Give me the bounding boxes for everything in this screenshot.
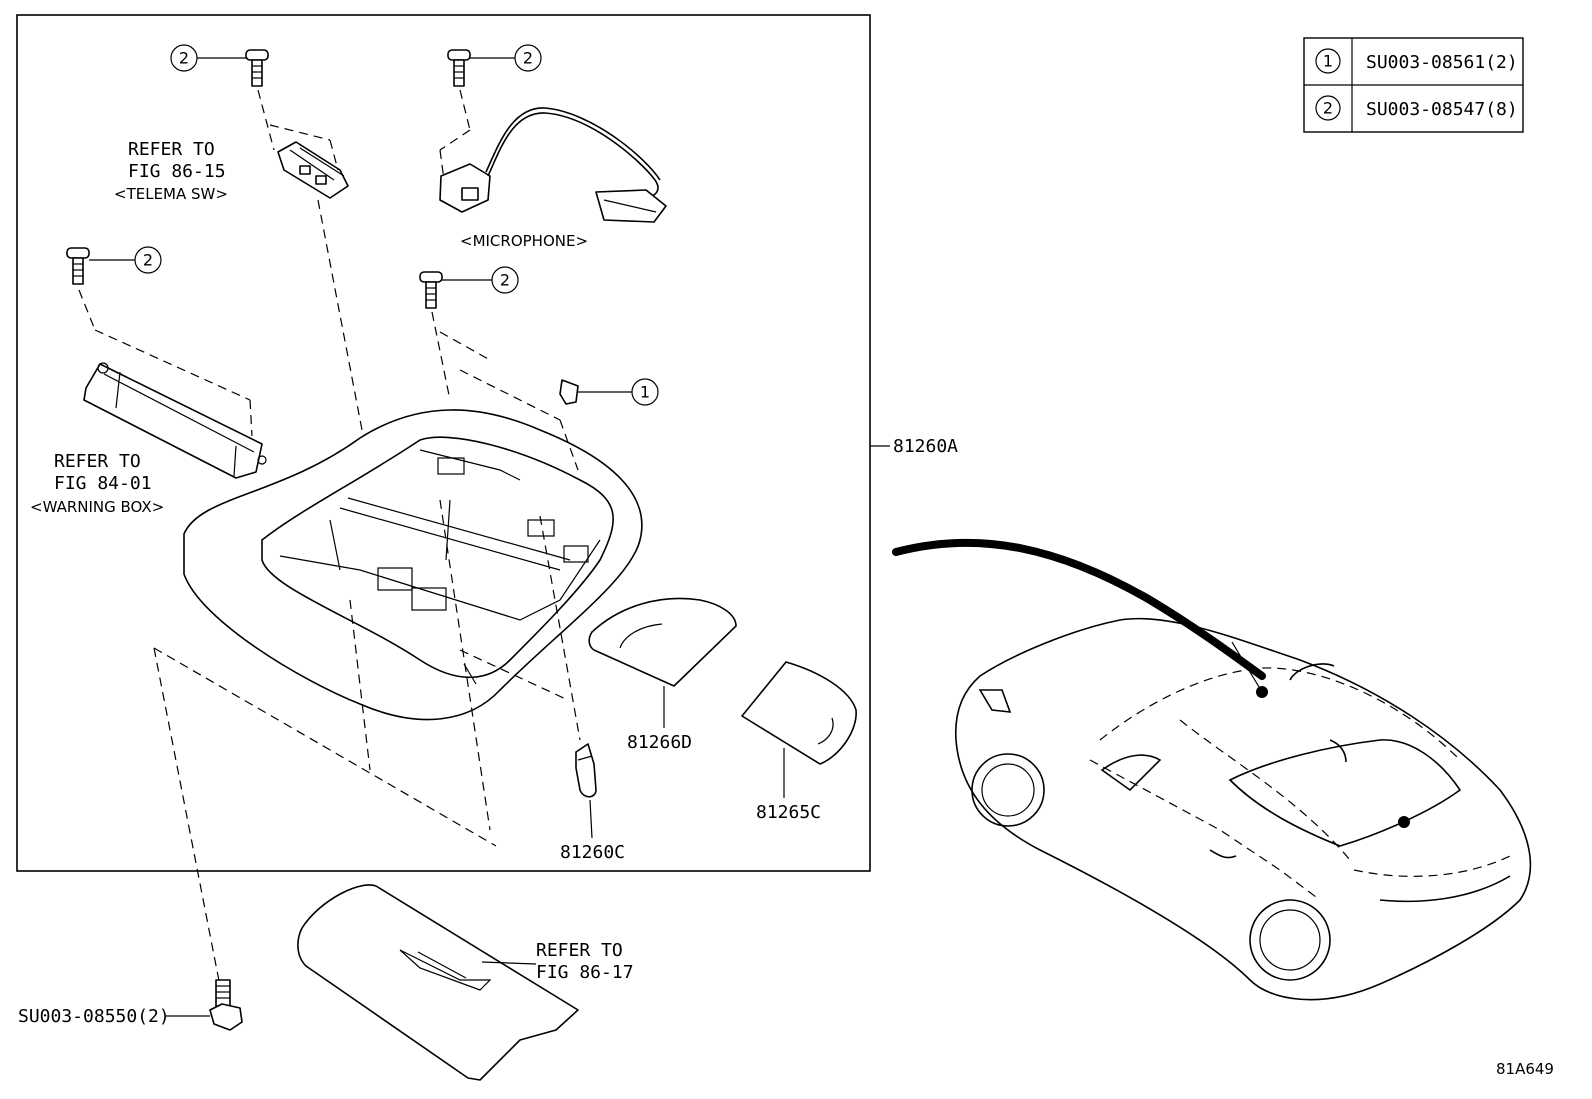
legend-code-1: SU003-08561(2)	[1366, 52, 1518, 73]
svg-text:2: 2	[179, 49, 189, 68]
warning-ref-line2: FIG 84-01	[54, 473, 152, 494]
svg-text:2: 2	[523, 49, 533, 68]
part-81260A: 81260A	[893, 436, 958, 457]
bulb-81260C	[575, 743, 597, 798]
vehicle-illustration	[892, 538, 1532, 1001]
telema-name: <TELEMA SW>	[114, 185, 228, 203]
screw-top-left: 2	[170, 44, 269, 87]
svg-text:1: 1	[640, 383, 650, 402]
svg-text:2: 2	[500, 271, 510, 290]
warning-box	[83, 362, 267, 479]
legend-num-2: 2	[1323, 99, 1333, 118]
lens-81265C	[741, 661, 857, 765]
telema-ref-line1: REFER TO	[128, 139, 215, 160]
legend-code-2: SU003-08547(8)	[1366, 99, 1518, 120]
part-81260C: 81260C	[560, 842, 625, 863]
overhead-cover	[297, 884, 579, 1081]
figure-id: 81A649	[1496, 1060, 1554, 1078]
svg-text:2: 2	[143, 251, 153, 270]
clip-part: 1	[559, 378, 659, 406]
cover-ref-line1: REFER TO	[536, 940, 623, 961]
part-81265C: 81265C	[756, 802, 821, 823]
bolt-code: SU003-08550(2)	[18, 1006, 170, 1027]
screw-left: 2	[66, 246, 162, 285]
screw-center: 2	[419, 266, 519, 309]
microphone	[439, 107, 667, 223]
warning-ref-line1: REFER TO	[54, 451, 141, 472]
telema-ref-line2: FIG 86-15	[128, 161, 226, 182]
legend-table: 1 SU003-08561(2) 2 SU003-08547(8)	[1303, 37, 1524, 133]
mounting-bolt	[209, 979, 243, 1031]
part-81266D: 81266D	[627, 732, 692, 753]
cover-ref-line2: FIG 86-17	[536, 962, 634, 983]
assembly-frame	[16, 14, 871, 872]
legend-num-1: 1	[1323, 52, 1333, 71]
warning-name: <WARNING BOX>	[30, 498, 164, 516]
console-housing	[183, 409, 643, 721]
telema-switch	[277, 141, 349, 199]
microphone-name: <MICROPHONE>	[460, 232, 588, 250]
screw-top-middle: 2	[447, 44, 542, 87]
lens-81266D	[588, 597, 737, 687]
